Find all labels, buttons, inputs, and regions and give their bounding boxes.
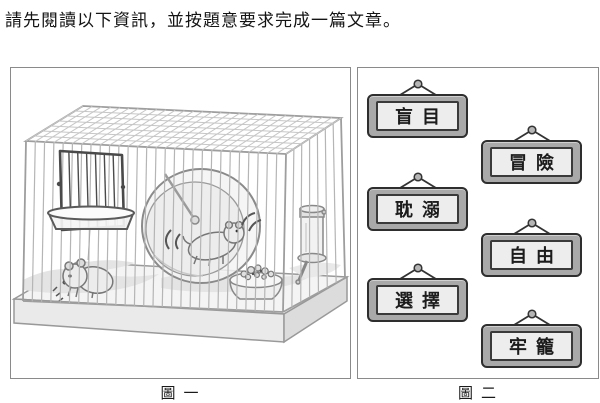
plaque-panel: 冒險 xyxy=(490,147,573,177)
hook-icon xyxy=(399,172,436,188)
plaque-panel: 選擇 xyxy=(376,285,459,315)
sign-choice: 選擇 xyxy=(367,263,468,322)
figure1-panel xyxy=(10,67,351,379)
hamster-cage-illustration xyxy=(11,105,350,344)
figure2-panel: 盲目 冒險 耽溺 xyxy=(357,67,599,379)
plaque-frame: 自由 xyxy=(481,233,582,277)
sign-cage: 牢籠 xyxy=(481,309,582,368)
plaque-frame: 冒險 xyxy=(481,140,582,184)
plaque-frame: 選擇 xyxy=(367,278,468,322)
sign-blind: 盲目 xyxy=(367,79,468,138)
hook-icon xyxy=(513,218,550,234)
sign-label: 耽溺 xyxy=(395,200,449,220)
feeder-tray xyxy=(47,205,135,230)
sign-freedom: 自由 xyxy=(481,218,582,277)
hook-icon xyxy=(399,79,436,95)
sign-label: 冒險 xyxy=(509,153,563,173)
sign-label: 自由 xyxy=(509,246,563,266)
cage-side-bars xyxy=(291,123,337,308)
plaque-panel: 自由 xyxy=(490,240,573,270)
sign-label: 牢籠 xyxy=(509,337,563,357)
instruction-text: 請先閱讀以下資訊，並按題意要求完成一篇文章。 xyxy=(5,11,401,30)
plaque-panel: 盲目 xyxy=(376,101,459,131)
hook-icon xyxy=(513,309,550,325)
plaque-frame: 盲目 xyxy=(367,94,468,138)
sign-label: 盲目 xyxy=(395,107,449,127)
sign-indulgence: 耽溺 xyxy=(367,172,468,231)
plaque-panel: 耽溺 xyxy=(376,194,459,224)
cage-top-wires xyxy=(25,105,342,155)
sign-label: 選擇 xyxy=(395,291,449,311)
plaque-frame: 牢籠 xyxy=(481,324,582,368)
seeds xyxy=(240,264,275,281)
figure2-caption: 圖二 xyxy=(457,386,504,402)
sign-adventure: 冒險 xyxy=(481,125,582,184)
figure1-caption: 圖一 xyxy=(160,386,207,402)
plaque-frame: 耽溺 xyxy=(367,187,468,231)
cage-top-cross-wires xyxy=(34,110,334,150)
hook-icon xyxy=(399,263,436,279)
hook-icon xyxy=(513,125,550,141)
plaque-panel: 牢籠 xyxy=(490,331,573,361)
floor-hamster xyxy=(52,258,114,302)
